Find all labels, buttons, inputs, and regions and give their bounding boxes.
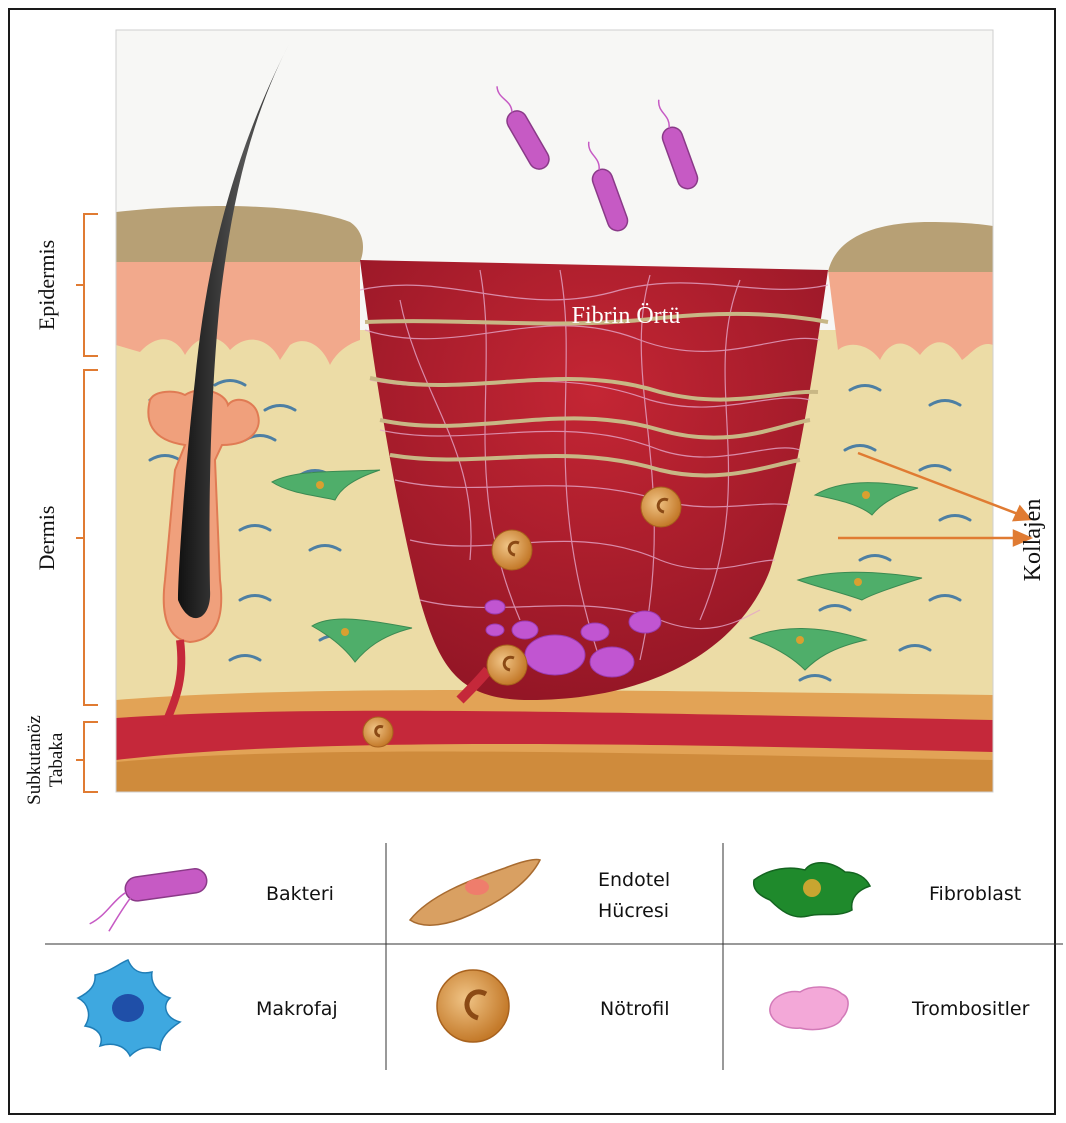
dermis-label: Dermis	[34, 506, 59, 571]
layer-brackets	[76, 214, 98, 792]
endothelial-cell-icon	[410, 859, 540, 925]
wound-label: Fibrin Örtü	[572, 303, 681, 329]
legend-label-endothelial-1: Endotel	[598, 869, 670, 891]
legend-item-platelets: Trombositler	[770, 987, 1030, 1030]
legend-label-bacteria: Bakteri	[266, 883, 334, 905]
legend-label-endothelial-2: Hücresi	[598, 900, 669, 922]
subcutaneous-label-line2: Tabaka	[46, 732, 67, 787]
subcutaneous-label-line1: Subkutanöz	[24, 715, 45, 805]
bacterium-icon	[84, 867, 212, 933]
legend-item-neutrophil: Nötrofil	[437, 970, 670, 1042]
legend-label-macrophage: Makrofaj	[256, 998, 338, 1020]
legend-label-platelets: Trombositler	[911, 998, 1030, 1020]
legend-item-macrophage: Makrofaj	[78, 960, 338, 1056]
collagen-label: Kollajen	[1020, 499, 1046, 582]
skin-cross-section	[116, 30, 993, 792]
legend-item-fibroblast: Fibroblast	[754, 863, 1022, 917]
legend-label-neutrophil: Nötrofil	[600, 998, 670, 1020]
epidermis-label: Epidermis	[34, 240, 59, 330]
platelet-icon	[770, 987, 848, 1030]
neutrophil-icon	[437, 970, 509, 1042]
legend-item-endothelial: Endotel Hücresi	[410, 859, 670, 925]
legend-label-fibroblast: Fibroblast	[929, 883, 1021, 905]
legend-item-bacteria: Bakteri	[84, 867, 334, 933]
